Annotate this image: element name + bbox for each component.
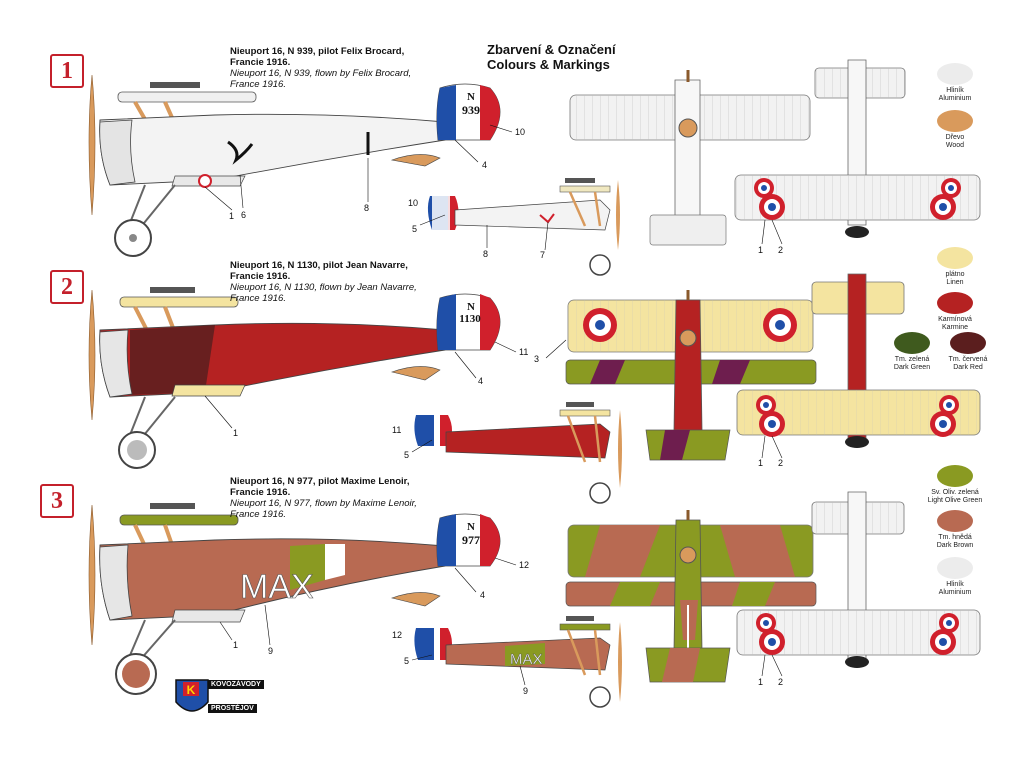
v2-rudder-serial: 1130: [459, 313, 481, 325]
callout: 8: [483, 249, 489, 259]
callout: 5: [404, 656, 410, 666]
callout: 6: [241, 210, 247, 220]
swatch-chip: [937, 465, 973, 487]
variant-3-caption: Nieuport 16, N 977, pilot Maxime Lenoir,…: [230, 476, 417, 520]
callout: 11: [519, 347, 529, 357]
swatch-chip: [937, 292, 973, 314]
v1-small-profile: [419, 178, 620, 276]
callout: 8: [364, 203, 370, 213]
v3-top-view: [565, 510, 817, 683]
swatch-dark-red: Tm. červená Dark Red: [928, 332, 1008, 372]
swatch-karmine: Karmínová Karmine: [915, 292, 995, 332]
v1-under-view: [734, 59, 981, 245]
swatch-dark-green: Tm. zelená Dark Green: [872, 332, 952, 372]
callout: 1: [229, 211, 235, 221]
swatch-chip: [937, 510, 973, 532]
swatch-dark-brown: Tm. hnědá Dark Brown: [915, 510, 995, 550]
svg-text:K: K: [187, 683, 196, 697]
title-english: Colours & Markings: [487, 57, 610, 72]
variant-2-badge: 2: [50, 270, 84, 304]
variant-3-badge: 3: [40, 484, 74, 518]
callout: 1: [233, 640, 239, 650]
callout: 12: [392, 630, 403, 640]
callout: 10: [515, 127, 526, 137]
callout: 4: [480, 590, 486, 600]
variant-2-caption: Nieuport 16, N 1130, pilot Jean Navarre,…: [230, 260, 417, 304]
swatch-light-olive-green: Sv. Oliv. zelená Light Olive Green: [915, 465, 995, 505]
callout: 9: [523, 686, 529, 696]
callout: 7: [540, 250, 546, 260]
variant-1-badge: 1: [50, 54, 84, 88]
v3-rudder-n: N: [467, 521, 475, 533]
v3-rudder-serial: 977: [462, 533, 480, 547]
callout: 12: [519, 560, 530, 570]
swatch-chip: [950, 332, 986, 354]
callout: 4: [478, 376, 484, 386]
callout: 9: [268, 646, 274, 656]
callout: 5: [404, 450, 410, 460]
callout: 2: [778, 677, 784, 687]
logo-text-bottom: PROSTĚJOV: [208, 704, 257, 713]
v3-small-max-lettering: MAX: [510, 651, 543, 668]
variant-1-caption: Nieuport 16, N 939, pilot Felix Brocard,…: [230, 46, 412, 90]
swatch-chip: [937, 557, 973, 579]
swatch-chip: [937, 247, 973, 269]
swatch-linen: plátno Linen: [915, 247, 995, 287]
callout: 1: [758, 245, 764, 255]
swatch-wood: Dřevo Wood: [915, 110, 995, 150]
callout: 5: [412, 224, 418, 234]
callout: 2: [778, 245, 784, 255]
logo-shield-icon: K: [175, 679, 209, 712]
callout: 10: [408, 198, 419, 208]
v1-top-view: [569, 70, 811, 246]
sheet-title: Zbarvení & Označení Colours & Markings: [487, 42, 616, 72]
v1-side-profile: [88, 74, 513, 257]
v3-small-profile: [411, 616, 622, 708]
v1-rudder-serial: 939: [462, 103, 480, 117]
swatch-aluminium-2: Hliník Aluminium: [915, 557, 995, 597]
v2-top-view: [545, 290, 817, 461]
swatch-chip: [937, 63, 973, 85]
v3-under-view: [736, 491, 981, 677]
swatch-chip: [937, 110, 973, 132]
callout: 2: [778, 458, 784, 468]
v2-under-view: [736, 273, 981, 459]
swatch-chip: [894, 332, 930, 354]
callout: 11: [392, 425, 402, 435]
v3-side-profile: [88, 503, 517, 695]
callout: 4: [482, 160, 488, 170]
logo-text-top: KOVOZÁVODY: [208, 680, 264, 689]
v2-side-profile: [88, 287, 517, 469]
v2-small-profile: [411, 402, 622, 504]
title-czech: Zbarvení & Označení: [487, 42, 616, 57]
v2-rudder-n: N: [467, 301, 475, 313]
v1-rudder-n: N: [467, 91, 475, 103]
callout: 1: [758, 677, 764, 687]
swatch-aluminium: Hliník Aluminium: [915, 63, 995, 103]
callout: 3: [534, 354, 540, 364]
v3-max-lettering: MAX: [240, 568, 314, 606]
callout: 1: [758, 458, 764, 468]
callout: 1: [233, 428, 239, 438]
